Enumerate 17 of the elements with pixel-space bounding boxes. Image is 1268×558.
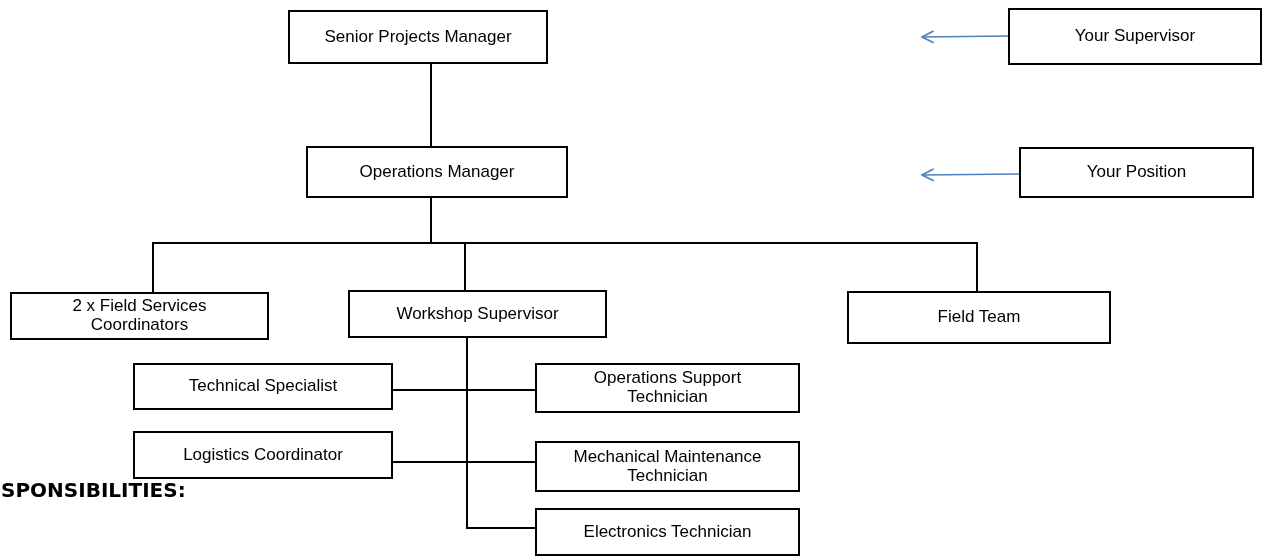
role-box: Electronics Technician [535,508,800,556]
section-heading: SPONSIBILITIES: [1,478,186,502]
role-box: Logistics Coordinator [133,431,393,479]
role-box: Workshop Supervisor [348,290,607,338]
arrow [921,168,1020,182]
role-box: Operations Support Technician [535,363,800,413]
role-box: Your Supervisor [1008,8,1262,65]
role-box: Field Team [847,291,1111,344]
role-box: Mechanical Maintenance Technician [535,441,800,492]
role-box: Technical Specialist [133,363,393,410]
connector-line [466,337,536,529]
role-box: 2 x Field Services Coordinators [10,292,269,340]
connector-line [430,63,432,147]
arrow [921,30,1009,44]
role-box: Your Position [1019,147,1254,198]
role-box: Senior Projects Manager [288,10,548,64]
role-box: Operations Manager [306,146,568,198]
